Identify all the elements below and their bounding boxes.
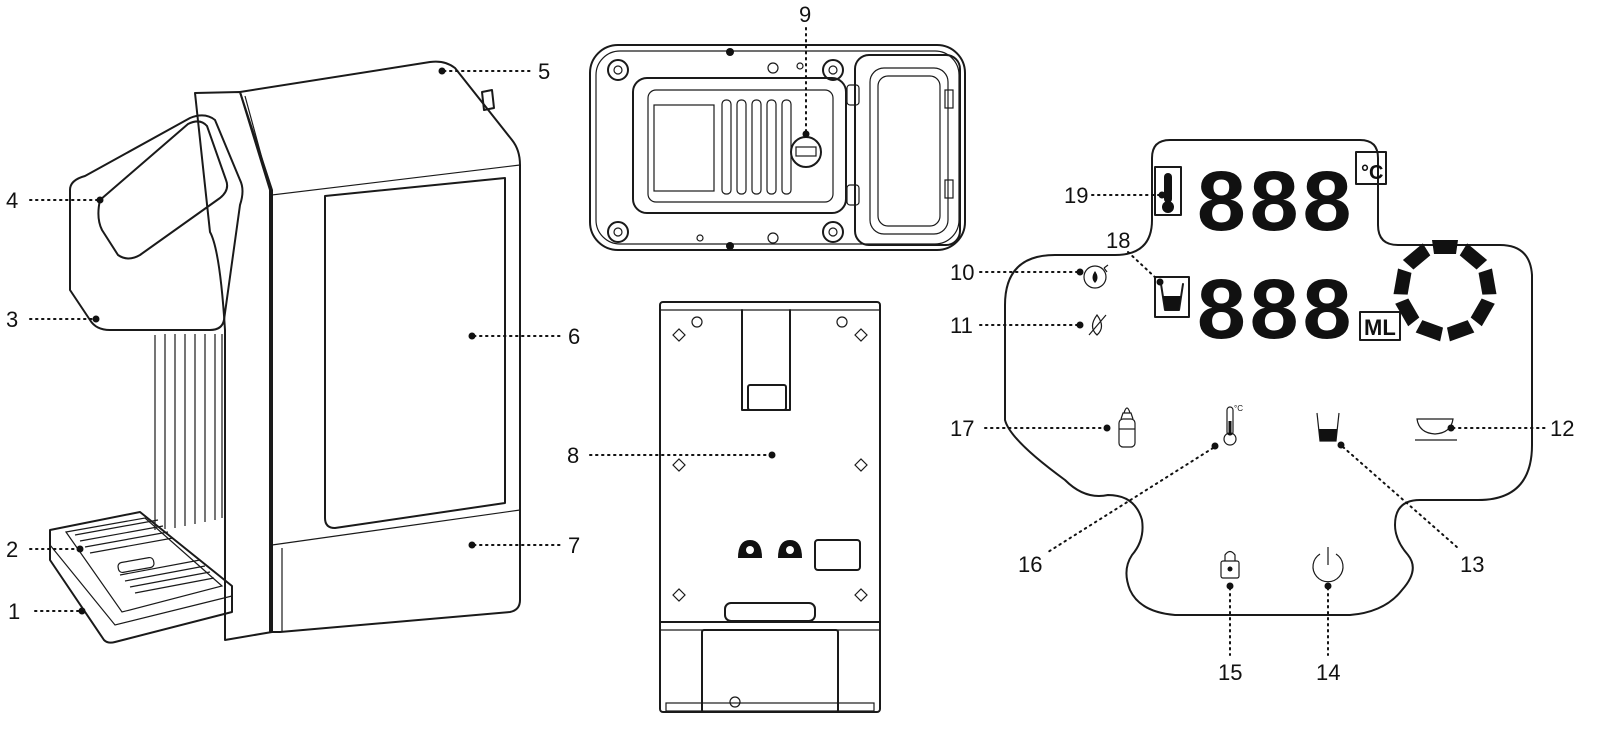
callout-10: 10	[950, 260, 974, 285]
callout-13: 13	[1460, 552, 1484, 577]
thermometer-small-unit: °C	[1234, 404, 1243, 413]
callout-12: 12	[1550, 416, 1574, 441]
dispenser-back-view	[659, 301, 881, 713]
thermometer-icon	[1162, 173, 1174, 213]
callout-9: 9	[799, 2, 811, 27]
panel-outline	[1004, 139, 1533, 616]
cup-level-icon	[1160, 283, 1184, 311]
temperature-unit: °C	[1361, 162, 1383, 184]
baby-bottle-icon	[1118, 407, 1136, 448]
volume-unit: ML	[1364, 315, 1396, 340]
volume-cup-icon	[1316, 412, 1340, 442]
callout-14: 14	[1316, 660, 1340, 685]
callout-19: 19	[1064, 183, 1088, 208]
callout-15: 15	[1218, 660, 1242, 685]
bottom-panel	[632, 77, 847, 214]
bottom-vents	[721, 99, 792, 195]
ml-box	[1359, 311, 1401, 341]
power-icon	[1312, 547, 1344, 583]
water-tank	[239, 60, 521, 633]
temperature-readout: 888 °C	[1154, 151, 1387, 257]
dispenser-column	[194, 91, 273, 641]
back-screws	[672, 316, 868, 602]
dispenser-side-view	[49, 60, 521, 644]
volume-readout: 888 ML	[1154, 266, 1401, 365]
feet	[607, 48, 844, 250]
control-panel-display: 888 °C 888 ML	[1004, 139, 1533, 616]
callout-numbers: 1 2 3 4 5 6 7 8 9 10 11 12 13 14 15 16 1…	[6, 2, 1574, 685]
celsius-box	[1355, 151, 1387, 185]
callout-1: 1	[8, 599, 20, 624]
temperature-button-icon: °C	[1223, 404, 1243, 446]
back-label	[814, 539, 861, 571]
dispenser-head	[69, 114, 244, 331]
control-panel-surface	[97, 120, 229, 260]
cup-level-box	[1154, 276, 1190, 318]
back-panel	[659, 301, 881, 713]
drip-grille	[74, 519, 215, 594]
callout-2: 2	[6, 537, 18, 562]
tank-window	[324, 177, 506, 529]
callout-16: 16	[1018, 552, 1042, 577]
callout-7: 7	[568, 533, 580, 558]
coffee-cup-icon	[1415, 418, 1457, 441]
progress-ring-icon	[1393, 240, 1497, 342]
callout-17: 17	[950, 416, 974, 441]
descale-icon	[1083, 264, 1109, 289]
callout-5: 5	[538, 59, 550, 84]
callout-18: 18	[1106, 228, 1130, 253]
drip-tray	[49, 511, 233, 644]
callout-8: 8	[567, 443, 579, 468]
volume-digits: 888	[1195, 266, 1353, 365]
callout-11: 11	[950, 313, 973, 338]
leader-lines	[29, 27, 1546, 656]
dispenser-bottom-view	[589, 44, 966, 251]
callout-6: 6	[568, 324, 580, 349]
thermometer-box	[1154, 166, 1182, 216]
drip-tray-bottom	[854, 54, 961, 246]
cooling-fins	[154, 334, 223, 530]
base-outline	[589, 44, 966, 251]
no-water-icon	[1088, 313, 1107, 336]
callout-3: 3	[6, 307, 18, 332]
lock-icon	[1220, 550, 1240, 579]
callout-4: 4	[6, 188, 18, 213]
temperature-digits: 888	[1195, 158, 1353, 257]
